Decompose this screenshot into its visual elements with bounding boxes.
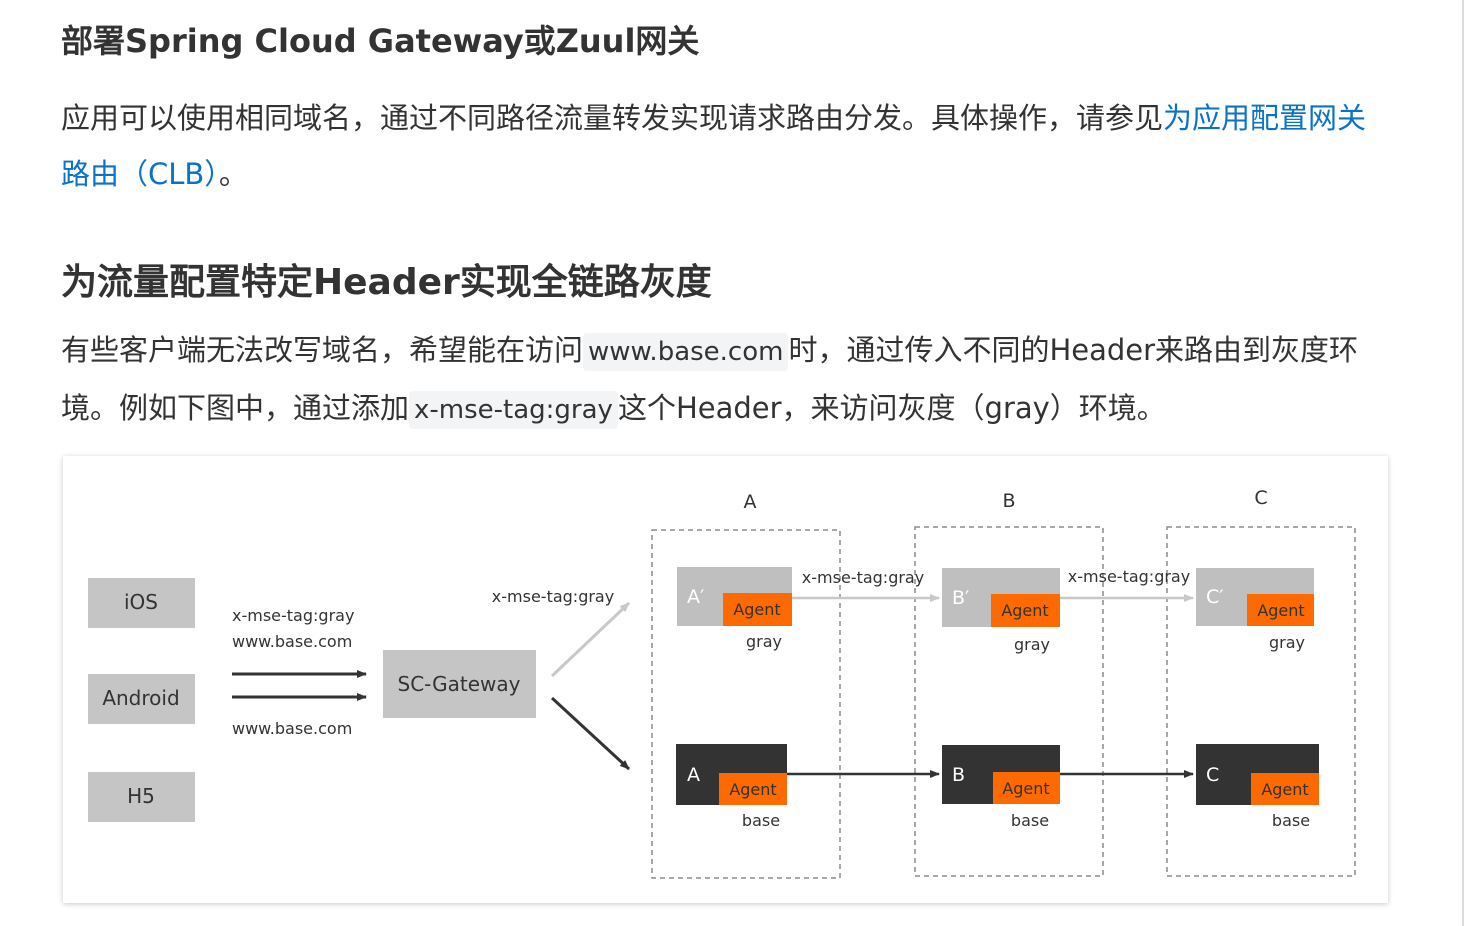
right-scroll-edge [1462, 0, 1464, 926]
group-b-label: B [1002, 490, 1015, 512]
diagram-canvas: iOS Android H5 x-mse-tag:gray www.base.c… [88, 487, 1356, 879]
link-b-c-header-label: x-mse-tag:gray [1068, 567, 1190, 586]
agent-a-gray [723, 593, 792, 626]
gateway-gray-header-label: x-mse-tag:gray [492, 587, 614, 606]
agent-label: Agent [729, 780, 776, 799]
group-c-container [1166, 526, 1356, 877]
node-c-base-label: C [1206, 764, 1219, 786]
paragraph-text: 这个Header，来访问灰度（gray）环境。 [617, 391, 1166, 425]
agent-label: Agent [1261, 780, 1308, 799]
agent-b-gray [991, 594, 1060, 627]
inline-code-domain: www.base.com [583, 333, 789, 371]
agent-b-base [993, 772, 1060, 804]
client-ios-label: iOS [124, 590, 158, 614]
request-header-label: x-mse-tag:gray [232, 606, 354, 625]
node-b-gray-label: B′ [952, 587, 969, 609]
full-link-gray-diagram: iOS Android H5 x-mse-tag:gray www.base.c… [63, 456, 1388, 903]
heading-deploy-gateway: 部署Spring Cloud Gateway或Zuul网关 [61, 22, 700, 60]
gateway-label: SC-Gateway [398, 672, 521, 696]
base-env-label-a: base [742, 811, 780, 830]
group-c-label: C [1254, 487, 1267, 509]
paragraph-text: 应用可以使用相同域名，通过不同路径流量转发实现请求路由分发。具体操作，请参见 [61, 101, 1164, 135]
gray-env-label-c: gray [1269, 633, 1305, 652]
base-env-label-b: base [1011, 811, 1049, 830]
gateway-arrow-base [550, 696, 631, 771]
node-a-base-label: A [687, 764, 700, 786]
agent-label: Agent [1257, 601, 1304, 620]
request-domain-label-bottom: www.base.com [232, 719, 352, 738]
group-a-label: A [744, 491, 757, 513]
paragraph-same-domain: 应用可以使用相同域名，通过不同路径流量转发实现请求路由分发。具体操作，请参见为应… [61, 90, 1391, 202]
gateway-arrow-gray [550, 601, 631, 678]
base-env-label-c: base [1272, 811, 1310, 830]
group-b-container [914, 526, 1104, 877]
node-a-gray-label: A′ [687, 586, 704, 608]
gateway-box [383, 650, 536, 718]
agent-label: Agent [1001, 601, 1048, 620]
agent-c-base [1251, 773, 1319, 805]
paragraph-text: 。 [218, 157, 248, 191]
agent-c-gray [1247, 594, 1314, 626]
node-b-base-label: B [952, 764, 965, 786]
heading-header-gray-routing: 为流量配置特定Header实现全链路灰度 [61, 262, 712, 303]
client-box-h5 [88, 772, 195, 822]
request-domain-label-top: www.base.com [232, 632, 352, 651]
group-a-container [651, 529, 841, 879]
agent-label: Agent [733, 600, 780, 619]
client-h5-label: H5 [127, 784, 155, 808]
client-box-ios [88, 578, 195, 628]
node-c-gray-label: C′ [1206, 586, 1224, 608]
link-a-b-header-label: x-mse-tag:gray [802, 568, 924, 587]
client-box-android [88, 674, 195, 724]
link-configure-gateway-route[interactable]: 为应用配置网关路由（CLB） [61, 101, 1367, 191]
paragraph-text: 时，通过传入不同的Header来路由到灰度环境。例如下图中，通过添加 [61, 333, 1359, 425]
gray-env-label-a: gray [746, 632, 782, 651]
paragraph-text: 有些客户端无法改写域名，希望能在访问 [61, 333, 584, 367]
client-android-label: Android [102, 686, 179, 710]
agent-a-base [719, 773, 787, 805]
inline-code-header: x-mse-tag:gray [409, 391, 618, 429]
gray-env-label-b: gray [1014, 635, 1050, 654]
agent-label: Agent [1002, 779, 1049, 798]
